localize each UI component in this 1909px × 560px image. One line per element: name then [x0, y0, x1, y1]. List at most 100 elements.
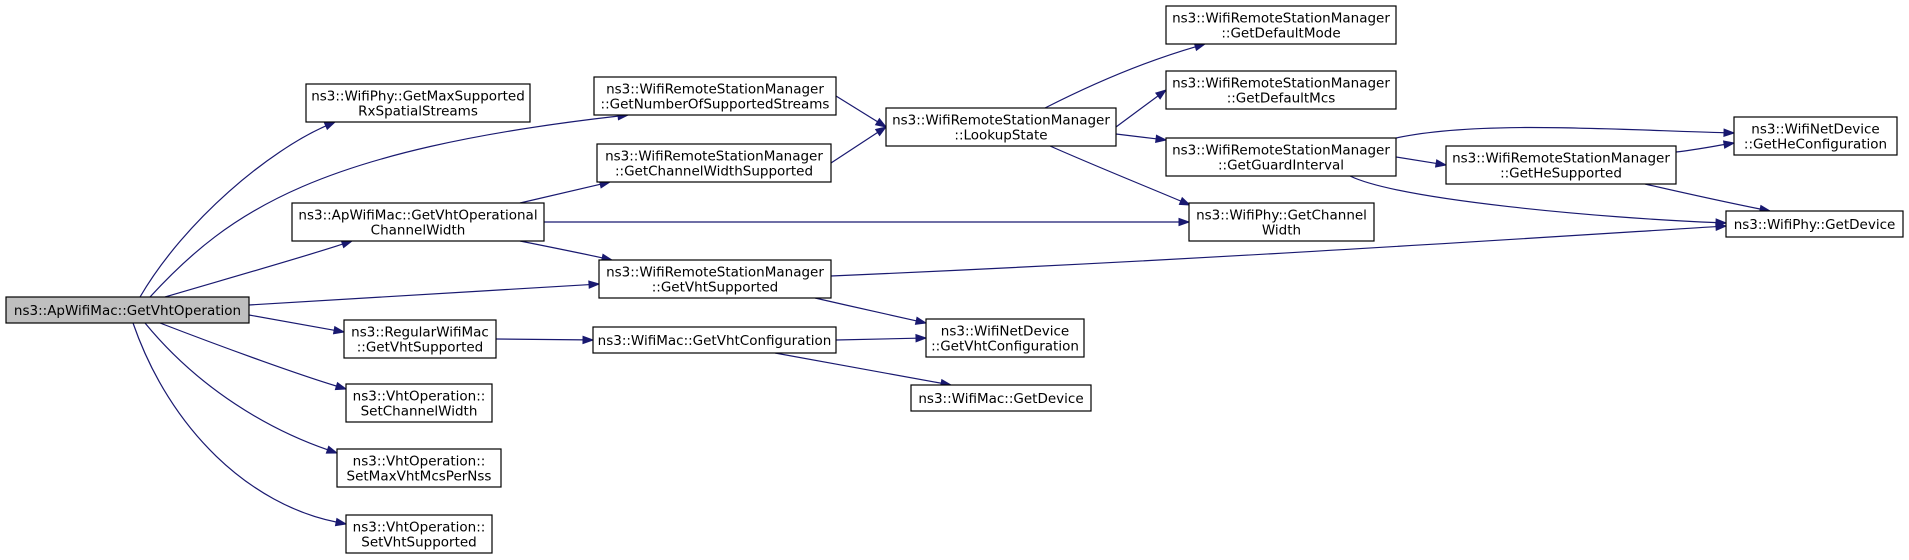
- edge-ap_vht_cw-to-rsm_cw_supported: [519, 180, 612, 204]
- edge-line: [1115, 133, 1158, 140]
- node-netdev-he-cfg[interactable]: ns3::WifiNetDevice::GetHeConfiguration: [1733, 116, 1898, 156]
- node-rsm-lookup[interactable]: ns3::WifiRemoteStationManager::LookupSta…: [885, 107, 1117, 147]
- edge-root-to-rsm_vht_supported: [248, 280, 601, 306]
- node-label: ::GetVhtSupported: [652, 280, 778, 296]
- node-label: Width: [1262, 223, 1301, 239]
- arrowhead-icon: [1155, 134, 1168, 144]
- nodes-layer: ns3::ApWifiMac::GetVhtOperationns3::Wifi…: [5, 5, 1904, 554]
- edge-rsm_lookup-to-phy_channel_width: [1049, 145, 1192, 206]
- node-rsm-vht-supported[interactable]: ns3::WifiRemoteStationManager::GetVhtSup…: [598, 259, 832, 299]
- node-box: [1188, 202, 1375, 242]
- node-box: [925, 318, 1085, 358]
- node-label: ns3::WifiPhy::GetMaxSupported: [311, 89, 525, 105]
- node-box: [336, 448, 502, 488]
- node-vhtop-set-mcs[interactable]: ns3::VhtOperation::SetMaxVhtMcsPerNss: [336, 448, 502, 488]
- node-regular-vht[interactable]: ns3::RegularWifiMac::GetVhtSupported: [343, 319, 497, 359]
- edge-mac_get_vht_cfg-to-netdev_vht_cfg: [835, 333, 928, 343]
- node-mac-get-vht-cfg[interactable]: ns3::WifiMac::GetVhtConfiguration: [592, 326, 837, 354]
- node-label: ns3::WifiNetDevice: [1751, 122, 1879, 138]
- arrowhead-icon: [915, 333, 928, 343]
- arrowhead-icon: [1178, 217, 1191, 227]
- arrowhead-icon: [1715, 218, 1728, 227]
- arrowhead-icon: [334, 517, 348, 527]
- edge-line: [1115, 94, 1160, 128]
- arrowhead-icon: [914, 316, 928, 325]
- node-mac-get-device[interactable]: ns3::WifiMac::GetDevice: [910, 384, 1092, 412]
- edge-rsm_guard-to-netdev_he_cfg: [1395, 126, 1736, 139]
- node-label: ::GetVhtSupported: [357, 340, 483, 356]
- node-label: ::GetDefaultMode: [1221, 26, 1340, 42]
- node-label: ::GetHeConfiguration: [1744, 137, 1887, 153]
- node-rsm-default-mode[interactable]: ns3::WifiRemoteStationManager::GetDefaul…: [1165, 5, 1397, 45]
- node-phy-channel-width[interactable]: ns3::WifiPhy::GetChannelWidth: [1188, 202, 1375, 242]
- edge-rsm_guard-to-rsm_he_supported: [1395, 156, 1448, 168]
- arrowhead-icon: [325, 445, 339, 454]
- node-rsm-num-streams[interactable]: ns3::WifiRemoteStationManager::GetNumber…: [593, 76, 837, 116]
- edge-rsm_cw_supported-to-rsm_lookup: [830, 126, 888, 164]
- edge-line: [149, 115, 620, 298]
- node-vhtop-set-supported[interactable]: ns3::VhtOperation::SetVhtSupported: [345, 514, 493, 554]
- node-box: [910, 384, 1092, 412]
- node-label: ns3::WifiPhy::GetChannel: [1196, 208, 1367, 224]
- node-box: [343, 319, 497, 359]
- arrowhead-icon: [588, 280, 601, 289]
- edge-regular_vht-to-mac_get_vht_cfg: [495, 335, 595, 345]
- node-netdev-vht-cfg[interactable]: ns3::WifiNetDevice::GetVhtConfiguration: [925, 318, 1085, 358]
- node-label: ns3::WifiMac::GetDevice: [918, 391, 1083, 407]
- edge-root-to-ap_vht_cw: [164, 240, 354, 298]
- edge-ap_vht_cw-to-rsm_vht_supported: [519, 240, 614, 262]
- node-box: [291, 202, 545, 242]
- node-label: ::GetDefaultMcs: [1227, 91, 1336, 107]
- arrowhead-icon: [1723, 128, 1736, 138]
- arrowhead-icon: [1154, 89, 1168, 100]
- edge-line: [132, 322, 338, 523]
- edge-line: [139, 125, 327, 298]
- edge-line: [774, 352, 943, 384]
- edge-root-to-regular_vht: [248, 314, 346, 335]
- node-label: ns3::WifiMac::GetVhtConfiguration: [598, 333, 832, 349]
- edge-line: [1349, 175, 1718, 224]
- node-box: [5, 296, 250, 324]
- node-box: [593, 76, 837, 116]
- edge-line: [835, 337, 918, 341]
- edge-rsm_guard-to-phy_get_device: [1349, 175, 1728, 227]
- node-label: ns3::WifiNetDevice: [941, 324, 1069, 340]
- edge-line: [1644, 183, 1762, 210]
- edge-root-to-vhtop_set_cw: [159, 322, 348, 391]
- edge-line: [1675, 143, 1726, 153]
- node-box: [592, 326, 837, 354]
- edge-line: [1395, 126, 1726, 139]
- edge-line: [144, 322, 329, 451]
- node-box: [1165, 5, 1397, 45]
- node-label: ::GetChannelWidthSupported: [615, 164, 813, 180]
- node-rsm-he-supported[interactable]: ns3::WifiRemoteStationManager::GetHeSupp…: [1445, 145, 1677, 185]
- node-ap-vht-cw[interactable]: ns3::ApWifiMac::GetVhtOperationalChannel…: [291, 202, 545, 242]
- node-label: ChannelWidth: [371, 223, 466, 239]
- edge-line: [164, 243, 344, 298]
- node-label: ns3::WifiRemoteStationManager: [1172, 76, 1390, 92]
- node-box: [1165, 70, 1397, 110]
- node-label: ns3::RegularWifiMac: [351, 325, 489, 341]
- node-box: [345, 514, 493, 554]
- node-label: RxSpatialStreams: [358, 104, 478, 120]
- node-vhtop-set-cw[interactable]: ns3::VhtOperation::SetChannelWidth: [345, 383, 493, 423]
- node-label: ::GetNumberOfSupportedStreams: [601, 97, 830, 113]
- node-root[interactable]: ns3::ApWifiMac::GetVhtOperation: [5, 296, 250, 324]
- node-label: ::GetGuardInterval: [1218, 158, 1344, 174]
- arrowhead-icon: [332, 325, 346, 335]
- node-box: [345, 383, 493, 423]
- node-phy-max-rx[interactable]: ns3::WifiPhy::GetMaxSupportedRxSpatialSt…: [305, 83, 531, 123]
- node-box: [1165, 137, 1397, 177]
- node-label: ns3::WifiRemoteStationManager: [605, 149, 823, 165]
- node-label: ns3::WifiRemoteStationManager: [1172, 11, 1390, 27]
- node-rsm-default-mcs[interactable]: ns3::WifiRemoteStationManager::GetDefaul…: [1165, 70, 1397, 110]
- node-phy-get-device[interactable]: ns3::WifiPhy::GetDevice: [1725, 210, 1904, 238]
- arrowhead-icon: [874, 117, 888, 128]
- node-label: ns3::VhtOperation::: [353, 389, 486, 405]
- node-box: [1725, 210, 1904, 238]
- node-rsm-cw-supported[interactable]: ns3::WifiRemoteStationManager::GetChanne…: [596, 143, 832, 183]
- node-rsm-guard[interactable]: ns3::WifiRemoteStationManager::GetGuardI…: [1165, 137, 1397, 177]
- node-box: [305, 83, 531, 123]
- edge-line: [1049, 145, 1182, 203]
